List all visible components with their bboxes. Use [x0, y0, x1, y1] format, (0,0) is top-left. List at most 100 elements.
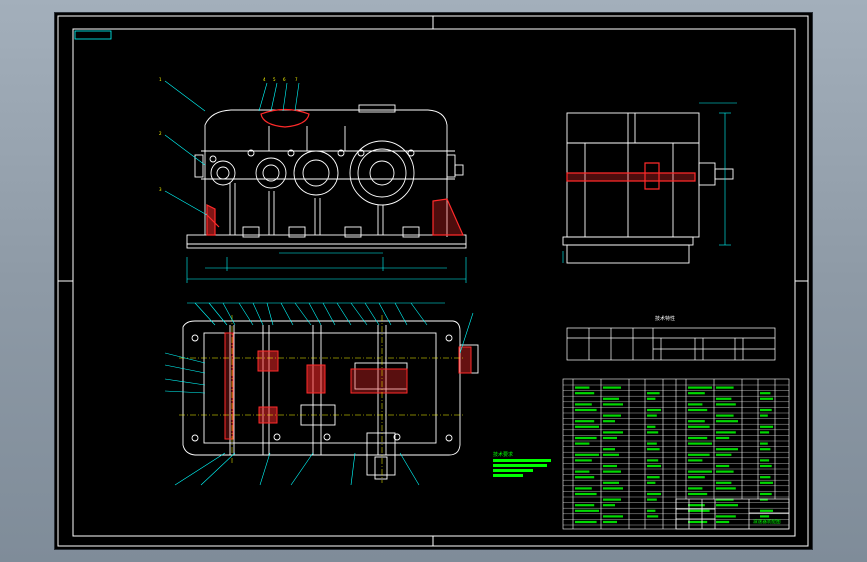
parts-list-entry [716, 397, 732, 400]
svg-text:1: 1 [159, 77, 162, 82]
parts-list-entry [603, 448, 615, 451]
parts-list-entry [575, 392, 595, 395]
parts-list-entry [575, 487, 592, 490]
parts-list-entry [716, 464, 730, 468]
parts-list-entry [603, 498, 621, 501]
parts-list-entry [603, 420, 615, 423]
side-view [562, 112, 734, 264]
tech-notes [493, 459, 551, 477]
svg-text:3: 3 [159, 187, 162, 192]
parts-list-entry [688, 408, 708, 412]
parts-list-entry [647, 509, 656, 512]
parts-list-entry [760, 509, 773, 512]
tech-table [566, 327, 776, 361]
parts-list-entry [603, 386, 621, 389]
top-view-balloons [187, 302, 445, 326]
parts-list-entry [760, 414, 768, 417]
parts-list-entry [603, 453, 619, 456]
parts-list-entry [716, 436, 730, 440]
parts-list-entry [647, 414, 657, 417]
parts-list-entry [603, 487, 623, 490]
parts-list-entry [688, 504, 705, 507]
parts-list-entry [716, 487, 736, 490]
drawing-frame [57, 15, 809, 547]
parts-list-entry [603, 403, 623, 406]
parts-list-entry [647, 408, 661, 412]
parts-list-entry [575, 459, 592, 462]
parts-list-entry [647, 498, 657, 501]
parts-list-entry [603, 397, 619, 400]
parts-list-entry [603, 520, 617, 524]
parts-list-entry [760, 392, 771, 395]
parts-list-entry [575, 453, 599, 456]
parts-list-entry [760, 464, 772, 468]
front-view [186, 104, 467, 249]
parts-list-entry [716, 420, 738, 423]
parts-list-entry [716, 481, 732, 484]
parts-list-entry [603, 464, 617, 468]
parts-list-entry [716, 386, 734, 389]
side-view-dimensions [562, 102, 737, 263]
parts-list-entry [575, 470, 590, 473]
parts-list-entry [603, 481, 619, 484]
parts-list-entry [688, 459, 703, 462]
tech-table-caption: 技术特性 [655, 315, 675, 322]
top-view-section [224, 332, 472, 440]
parts-list-entry [760, 425, 773, 428]
parts-list-entry [647, 459, 659, 462]
parts-list-entries [575, 386, 773, 524]
parts-list-entry [603, 431, 623, 434]
parts-list-entry [688, 476, 705, 479]
parts-list-entry [603, 470, 621, 473]
parts-list-entry [760, 397, 773, 400]
parts-list-entry [575, 386, 590, 389]
notes-title: 技术要求 [493, 451, 513, 458]
parts-list-entry [647, 397, 656, 400]
parts-list-entry [688, 520, 708, 524]
svg-text:5: 5 [273, 77, 276, 82]
parts-list-entry [603, 515, 623, 518]
parts-list-entry [760, 408, 772, 412]
parts-list-entry [603, 436, 617, 440]
parts-list-entry [688, 420, 705, 423]
parts-list-entry [647, 464, 661, 468]
parts-list-entry [688, 403, 703, 406]
parts-list-entry [760, 492, 772, 496]
parts-list-entry [575, 425, 599, 428]
parts-list-entry [575, 442, 590, 445]
parts-list-entry [760, 431, 770, 434]
parts-list-entry [716, 504, 738, 507]
parts-list-entry [575, 492, 597, 496]
parts-list-entry [647, 515, 659, 518]
parts-list-entry [688, 392, 705, 395]
parts-list-entry [716, 520, 730, 524]
parts-list-entry [688, 470, 712, 473]
frame-corner-tag [74, 30, 112, 40]
parts-list-entry [716, 453, 732, 456]
side-view-section [566, 162, 696, 190]
parts-list-entry [575, 509, 599, 512]
parts-list-entry [688, 492, 708, 496]
parts-list-entry [647, 448, 660, 451]
svg-text:2: 2 [159, 131, 162, 136]
parts-list-entry [575, 408, 597, 412]
parts-list-entry [760, 481, 773, 484]
svg-text:7: 7 [295, 77, 298, 82]
parts-list-entry [603, 504, 615, 507]
parts-list-entry [688, 487, 703, 490]
parts-list-entry [575, 504, 595, 507]
parts-list-entry [647, 431, 659, 434]
parts-list-entry [575, 520, 597, 524]
top-view-callouts [164, 312, 474, 486]
parts-list-entry [760, 442, 768, 445]
front-view-dimensions [164, 80, 467, 283]
parts-list-entry [647, 476, 660, 479]
top-view-centerlines [179, 315, 465, 483]
front-view-section [204, 108, 464, 236]
parts-list-entry [575, 420, 595, 423]
parts-list-entry [688, 453, 710, 456]
parts-list-entry [647, 442, 657, 445]
